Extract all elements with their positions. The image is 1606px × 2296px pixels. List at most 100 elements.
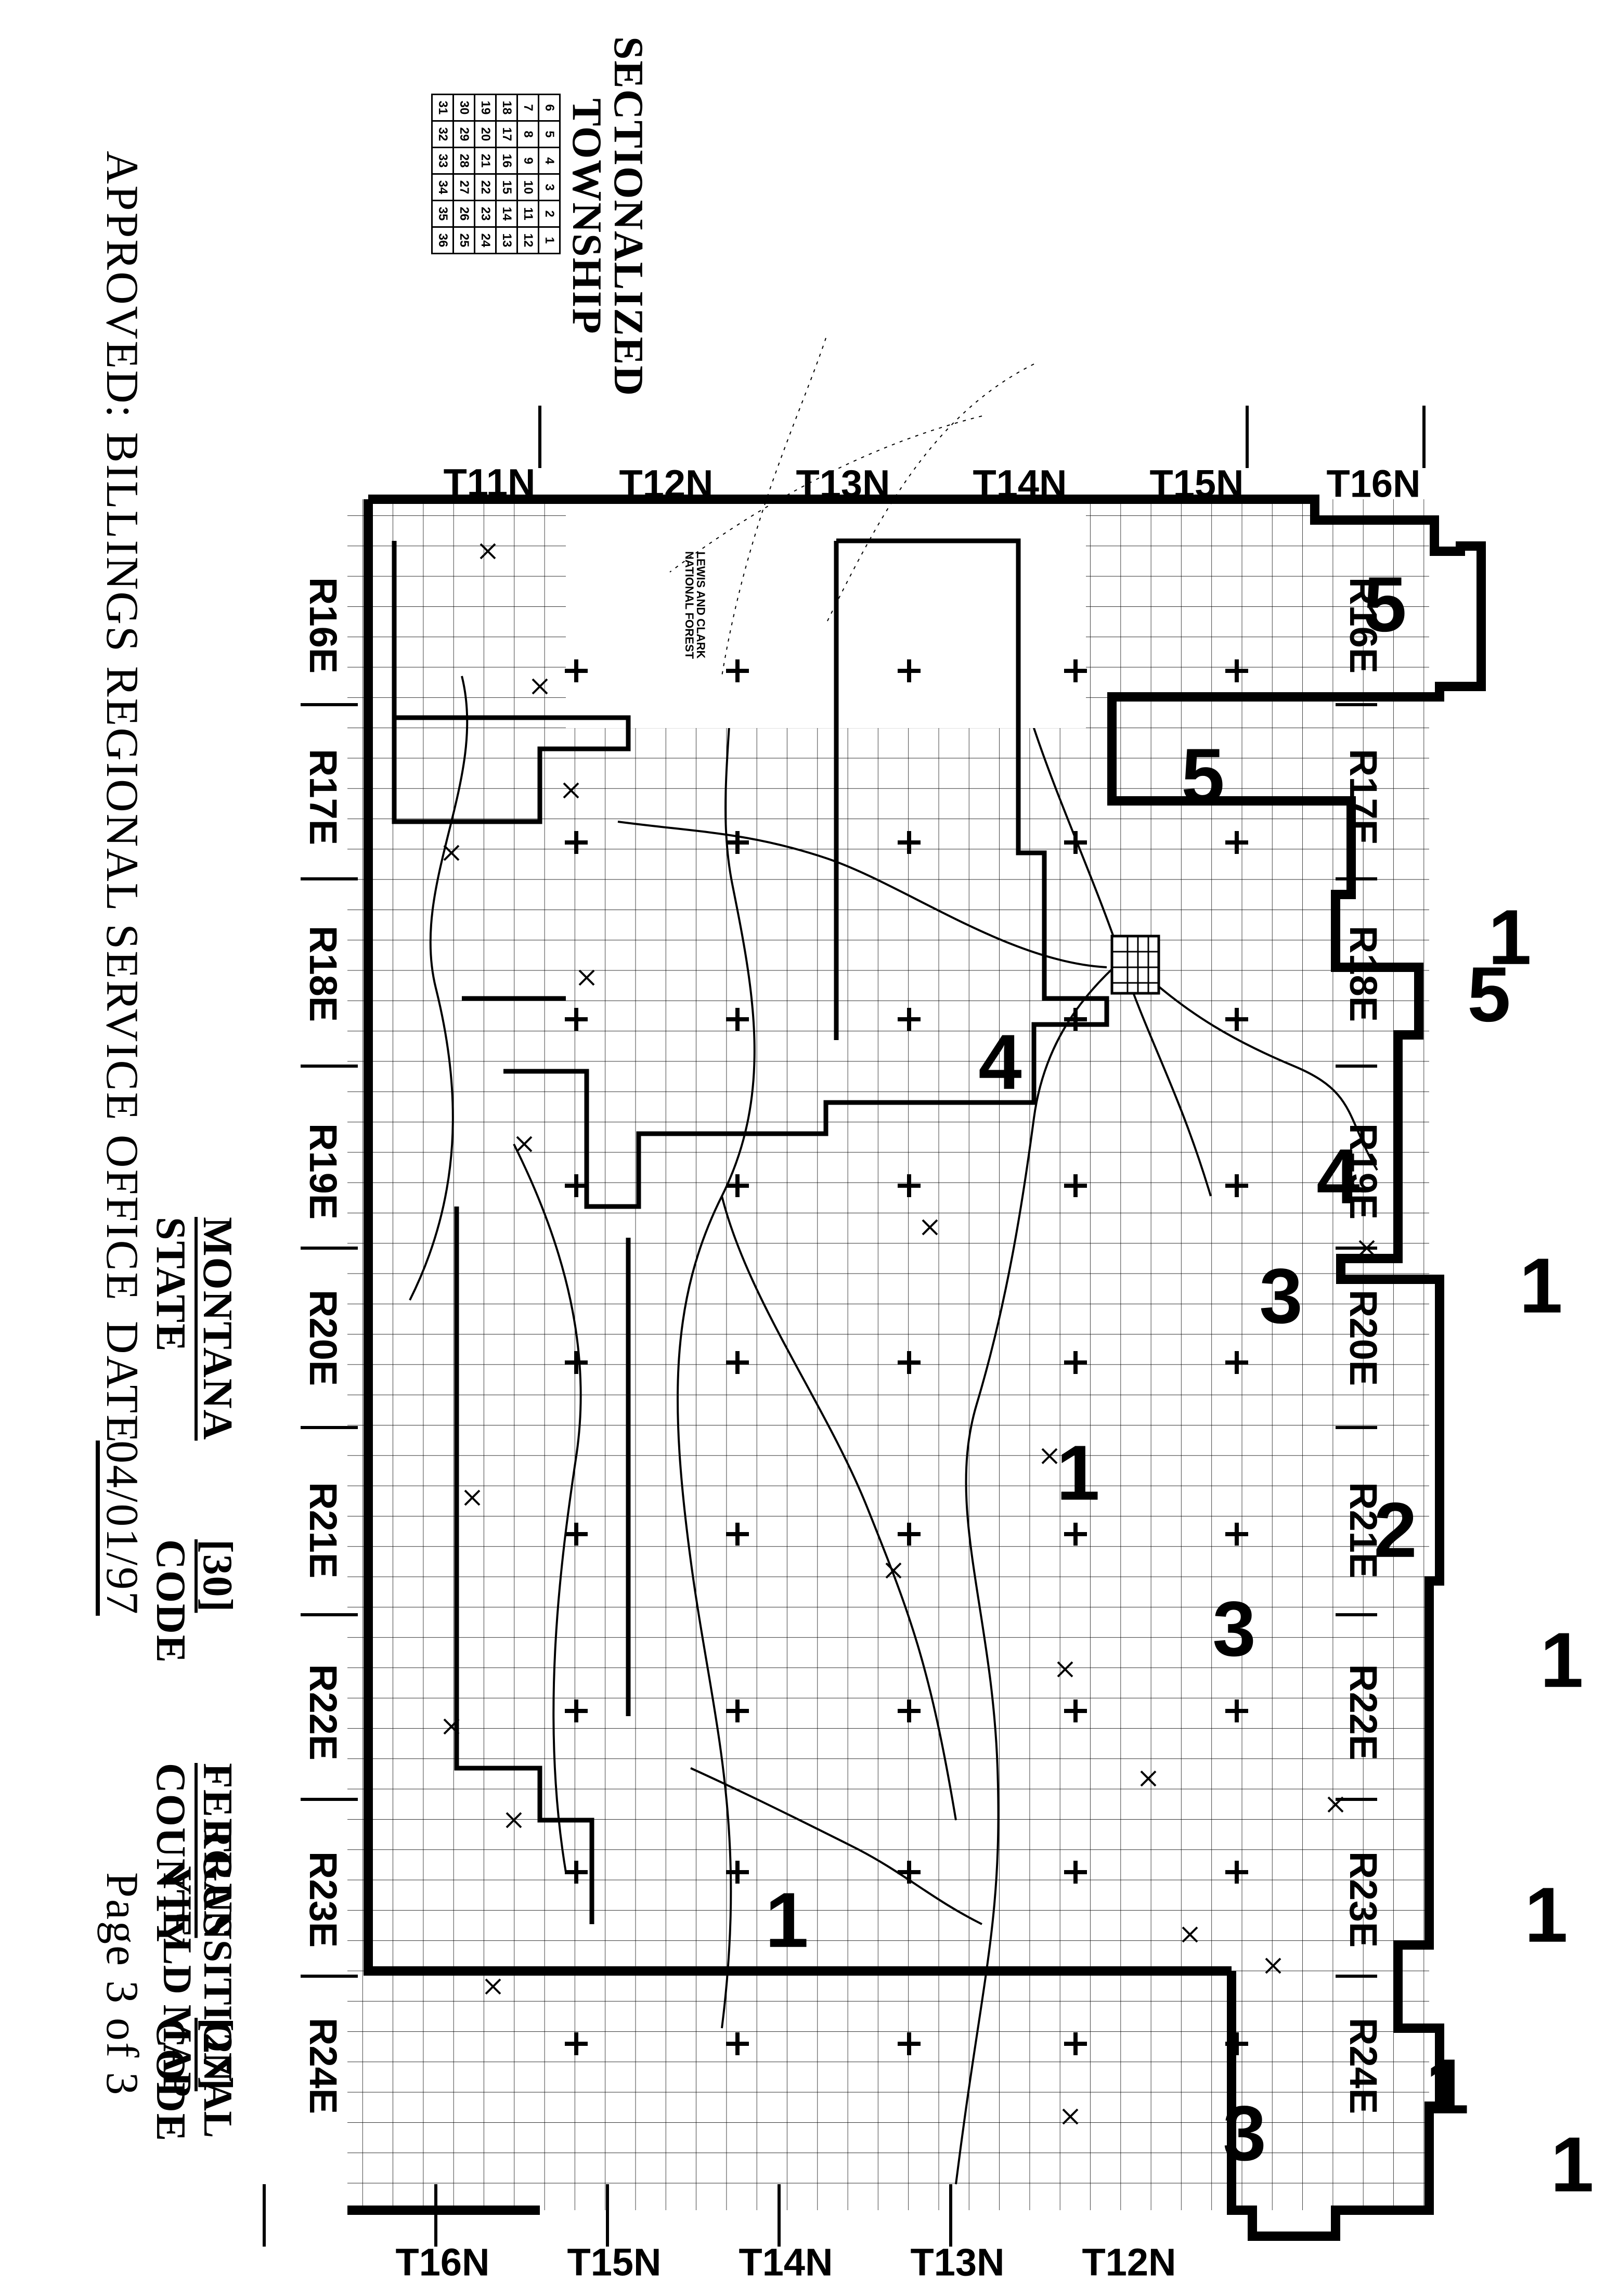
state-label: STATE <box>148 1217 193 1353</box>
county-label: COUNTY <box>148 1763 193 1950</box>
township-section-cell: 26 <box>453 200 475 227</box>
range-label-bottom: R24E <box>1342 2018 1385 2115</box>
yield-zone-label: 3 <box>1259 1252 1303 1340</box>
survey-x-markers <box>443 543 1375 2125</box>
township-section-cell: 34 <box>432 174 454 201</box>
township-section-cell: 6 <box>538 94 560 121</box>
township-center-cross <box>726 1351 749 1374</box>
yield-zone-label: 2 <box>1374 1486 1417 1574</box>
survey-x-marker <box>1062 2108 1079 2125</box>
township-center-cross <box>1064 1523 1087 1546</box>
township-center-cross <box>898 659 921 682</box>
township-section-cell: 24 <box>474 227 496 254</box>
township-center-cross <box>1225 1861 1248 1884</box>
township-center-cross <box>1064 1174 1087 1197</box>
township-center-cross <box>1225 2032 1248 2055</box>
yield-zone-label: 4 <box>1316 1132 1360 1220</box>
township-center-cross <box>1064 659 1087 682</box>
range-label-top: R18E <box>302 926 345 1022</box>
township-section-cell: 35 <box>432 200 454 227</box>
township-section-cell: 13 <box>496 227 517 254</box>
range-label-top: R24E <box>302 2018 345 2115</box>
township-section-cell: 28 <box>453 147 475 174</box>
yield-zone-label: 5 <box>1363 560 1407 648</box>
survey-x-marker <box>563 782 579 799</box>
township-center-cross <box>898 1174 921 1197</box>
survey-x-marker <box>443 1718 460 1735</box>
township-section-cell: 4 <box>538 147 560 174</box>
yield-zone-label: 1 <box>1426 2042 1469 2130</box>
forest-label-line-2: NATIONAL FOREST <box>683 551 696 659</box>
township-center-cross <box>726 659 749 682</box>
township-center-cross <box>1064 2032 1087 2055</box>
yield-zone-label: 1 <box>1519 1241 1563 1329</box>
state-code-label: CODE <box>148 1539 193 1664</box>
township-section-cell: 17 <box>496 121 517 148</box>
township-center-cross <box>1064 1008 1087 1031</box>
township-section-cell: 11 <box>517 200 539 227</box>
range-label-bottom: R22E <box>1342 1664 1385 1761</box>
county-code: [27] <box>195 2018 240 2092</box>
township-center-markers <box>565 659 1248 2055</box>
township-label-left: T11N <box>443 461 536 504</box>
township-diagram-title-line-2: TOWNSHIP <box>564 98 610 335</box>
township-center-cross <box>898 2032 921 2055</box>
state-code: [30] <box>195 1539 240 1613</box>
township-center-cross <box>898 1700 921 1722</box>
township-center-cross <box>565 659 588 682</box>
range-label-top: R22E <box>302 1664 345 1761</box>
township-section-cell: 21 <box>474 147 496 174</box>
page-number: Page 3 of 3 <box>97 1872 147 2097</box>
yield-zone-label: 1 <box>1488 893 1532 981</box>
range-label-top: R23E <box>302 1851 345 1948</box>
county-name: FERGUS <box>195 1763 240 1938</box>
township-center-cross <box>898 1351 921 1374</box>
survey-x-marker <box>1358 1240 1375 1256</box>
township-section-cell: 29 <box>453 121 475 148</box>
township-label-left: T14N <box>973 462 1067 505</box>
survey-x-marker <box>1182 1926 1198 1943</box>
township-center-cross <box>565 831 588 854</box>
township-section-cell: 33 <box>432 147 454 174</box>
township-section-cell: 10 <box>517 174 539 201</box>
township-center-cross <box>726 2032 749 2055</box>
survey-x-marker <box>1265 1957 1281 1974</box>
township-section-cell: 5 <box>538 121 560 148</box>
township-center-cross <box>1064 831 1087 854</box>
forest-label: LEWIS AND CLARK NATIONAL FOREST <box>683 551 707 659</box>
township-section-cell: 16 <box>496 147 517 174</box>
yield-zone-label: 3 <box>1223 2089 1266 2177</box>
township-section-cell: 18 <box>496 94 517 121</box>
range-label-bottom: R20E <box>1342 1290 1385 1386</box>
township-section-cell: 31 <box>432 94 454 121</box>
survey-x-marker <box>1327 1796 1344 1813</box>
county-boundary <box>347 495 1486 2241</box>
township-center-cross <box>1225 659 1248 682</box>
survey-x-marker <box>506 1812 522 1828</box>
township-label-right: T12N <box>1082 2240 1176 2284</box>
township-section-cell: 22 <box>474 174 496 201</box>
yield-zone-label: 1 <box>1056 1429 1100 1516</box>
township-label-right: T16N <box>395 2240 490 2284</box>
township-section-cell: 3 <box>538 174 560 201</box>
township-section-cell: 14 <box>496 200 517 227</box>
township-section-cell: 15 <box>496 174 517 201</box>
county-code-label: CODE <box>148 2018 193 2143</box>
survey-x-marker <box>885 1562 902 1579</box>
survey-x-marker <box>464 1489 481 1506</box>
township-center-cross <box>898 1861 921 1884</box>
township-center-cross <box>565 1861 588 1884</box>
range-label-top: R21E <box>302 1482 345 1579</box>
range-label-bottom: R23E <box>1342 1851 1385 1948</box>
township-section-cell: 30 <box>453 94 475 121</box>
range-label-top: R19E <box>302 1123 345 1220</box>
township-center-cross <box>1225 1174 1248 1197</box>
township-section-cell: 9 <box>517 147 539 174</box>
yield-zone-label: 1 <box>1540 1616 1584 1704</box>
